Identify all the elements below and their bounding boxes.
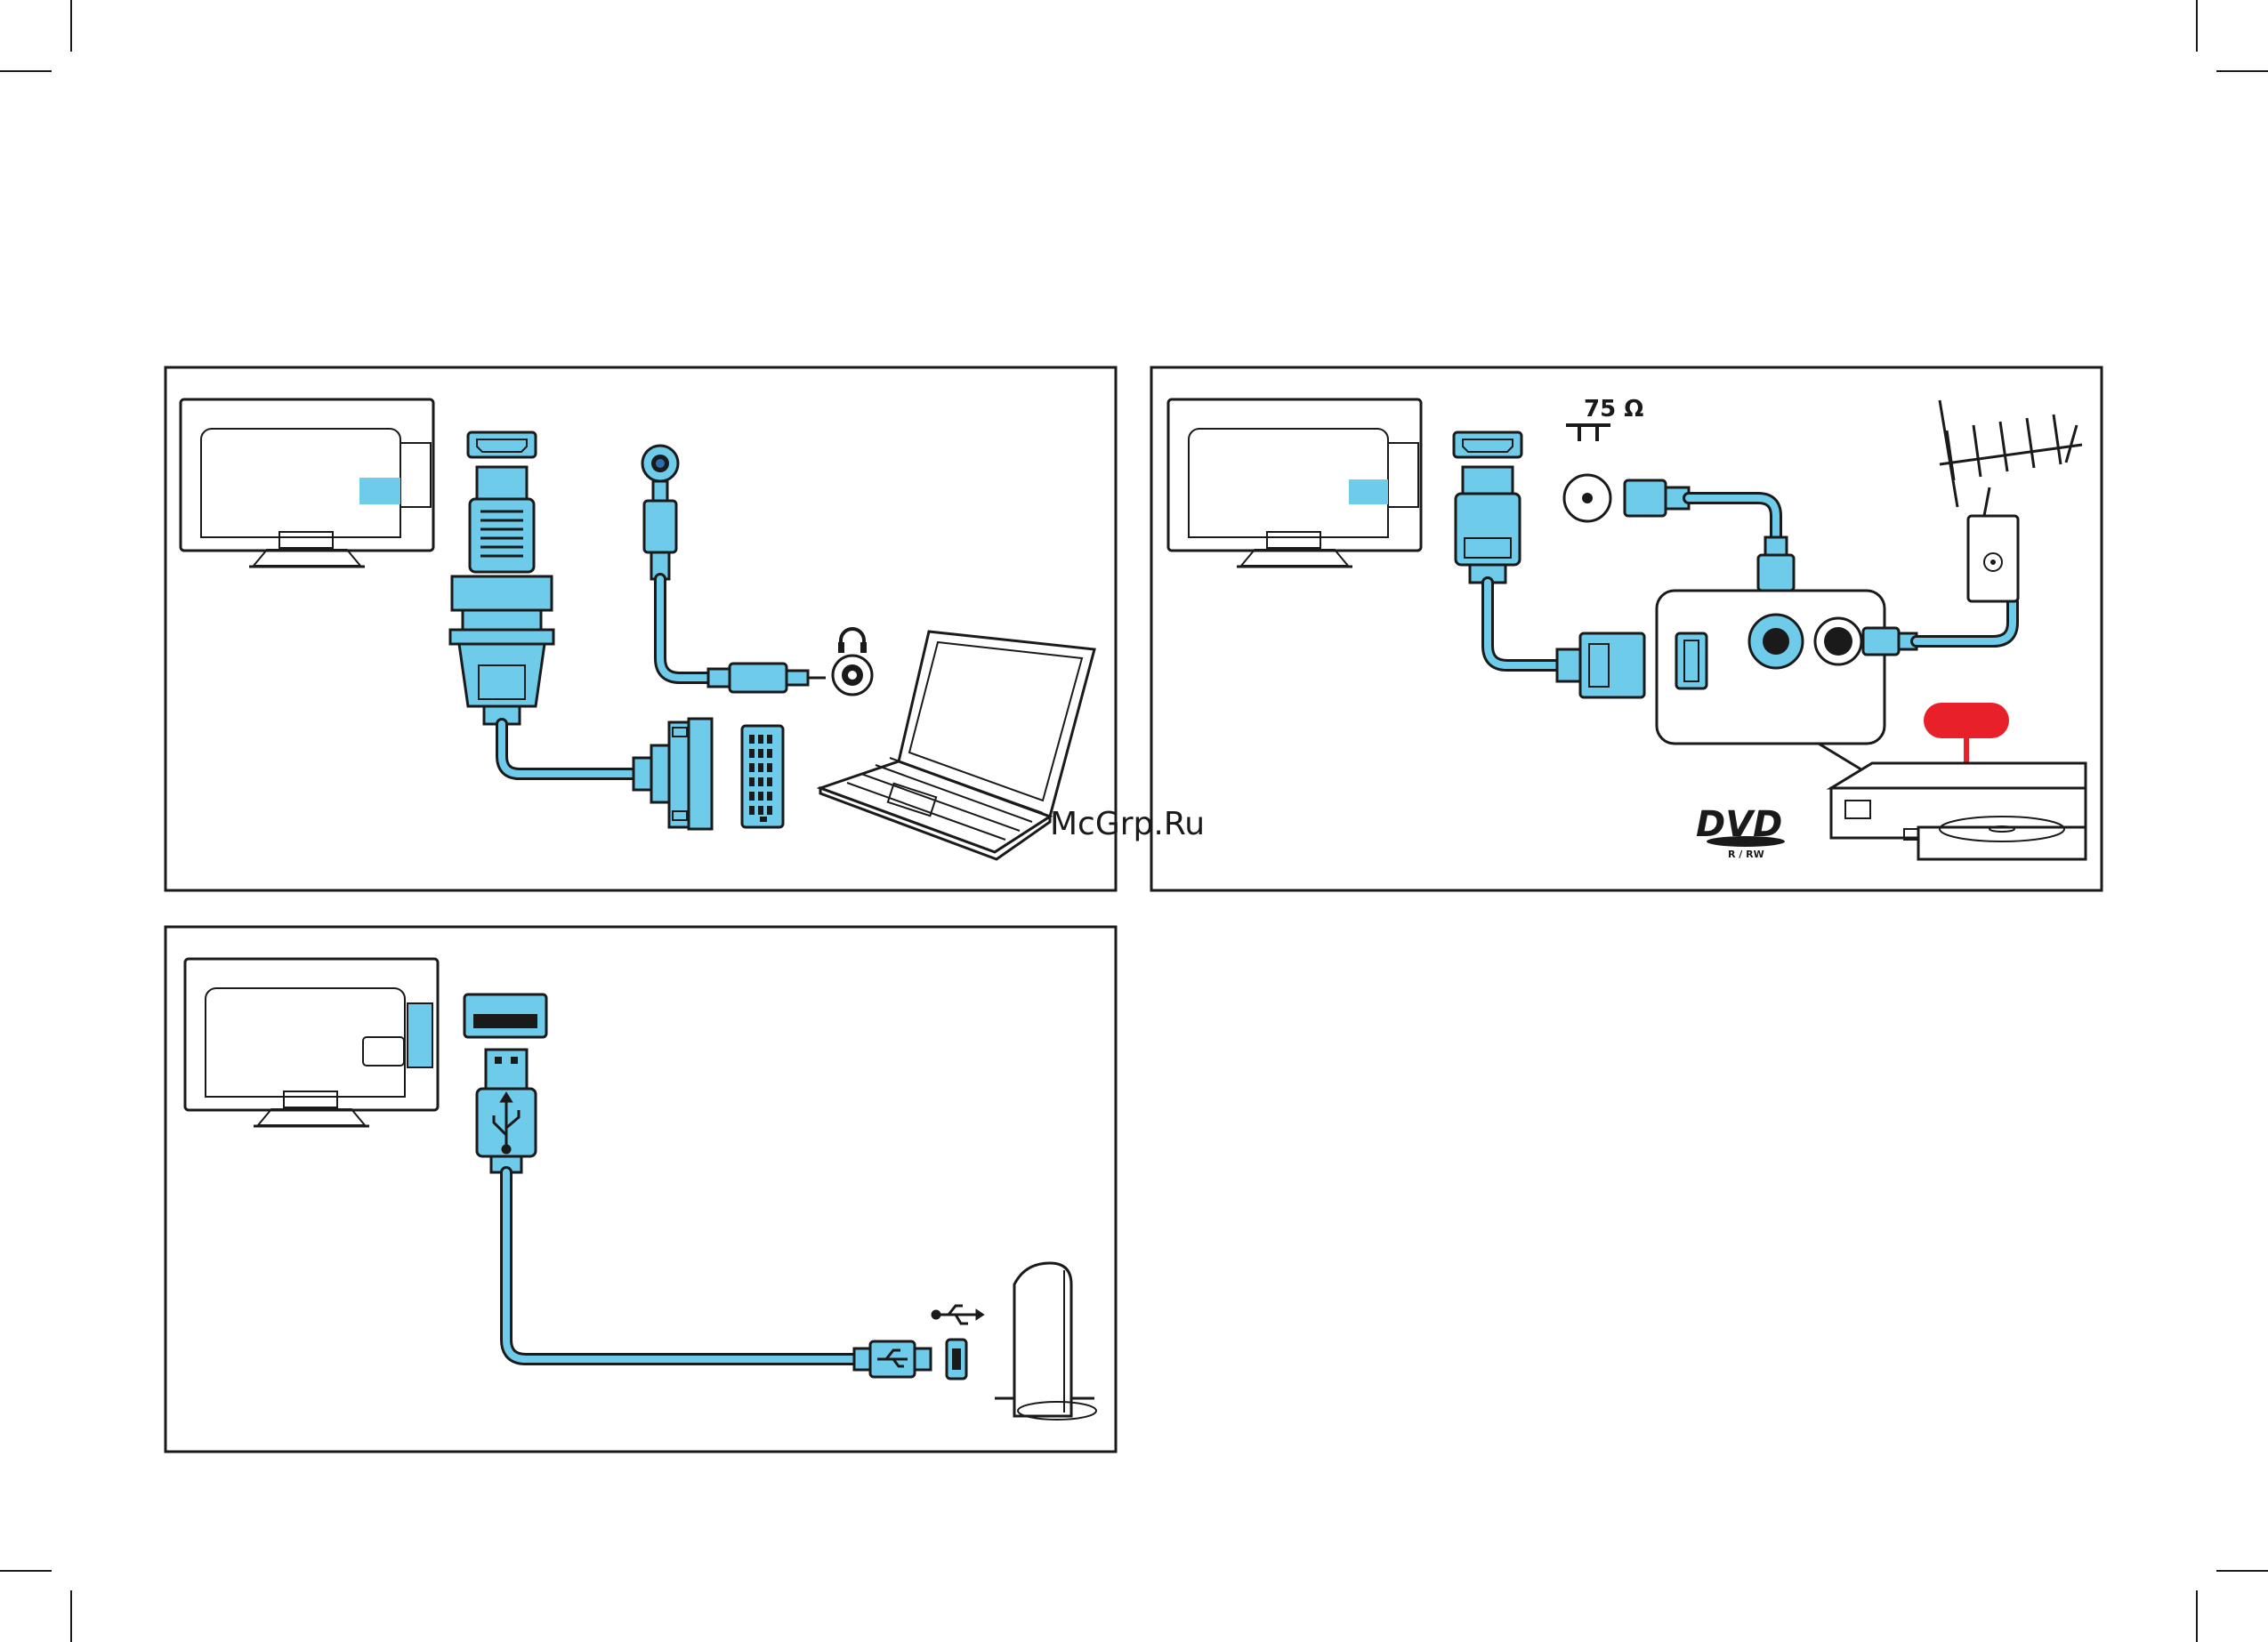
panel-pc-connection xyxy=(165,367,1116,890)
usb-port-icon xyxy=(464,994,546,1037)
tv-icon xyxy=(1168,399,1421,567)
dvi-port-icon xyxy=(742,726,783,827)
hdmi-port-icon xyxy=(468,432,536,457)
impedance-label: 75 Ω xyxy=(1584,396,1643,423)
hdmi-port-icon xyxy=(1454,432,1521,457)
svg-text:R / RW: R / RW xyxy=(1728,849,1764,860)
headphone-port-icon xyxy=(833,656,872,695)
panel-dvd-recorder-connection: 75 Ω xyxy=(1151,367,2102,890)
tv-antenna-port-icon xyxy=(1564,475,1610,521)
panel-usb-connection xyxy=(165,927,1116,1452)
tv-icon xyxy=(181,399,433,567)
recorder-port-panel xyxy=(1657,591,1885,744)
micro-usb-port-icon xyxy=(947,1340,966,1379)
tv-icon xyxy=(185,959,438,1126)
watermark: McGrp.Ru xyxy=(1050,806,1205,842)
audio-in-port-icon xyxy=(642,446,678,481)
